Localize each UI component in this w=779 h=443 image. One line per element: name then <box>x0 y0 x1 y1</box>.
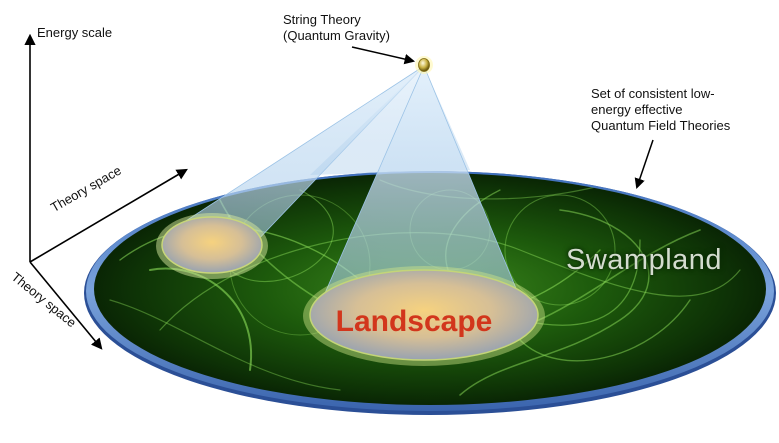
landscape-label: Landscape <box>335 305 493 338</box>
swampland-label: Swampland <box>566 244 723 276</box>
qft-set-pointer <box>634 139 654 189</box>
qft-set-label: Set of consistent low- energy effective … <box>591 86 730 134</box>
string-theory-pointer <box>351 46 416 65</box>
qft-set-line-2: energy effective <box>591 102 683 117</box>
landscape-islands <box>156 213 545 366</box>
theory-axis-1 <box>29 168 188 263</box>
theory-axis-2 <box>29 261 103 350</box>
landscape-island <box>309 269 539 361</box>
energy-axis-label: Energy scale <box>37 25 113 40</box>
qft-set-line-1: Set of consistent low- <box>591 86 715 101</box>
pointer-arrows <box>351 46 654 189</box>
small-island <box>161 216 263 274</box>
axes <box>24 33 188 350</box>
string-theory-point-icon <box>418 58 430 72</box>
string-theory-title: String Theory <box>283 12 361 27</box>
string-theory-label: String Theory (Quantum Gravity) <box>283 12 390 44</box>
qft-set-line-3: Quantum Field Theories <box>591 118 731 133</box>
string-theory-subtitle: (Quantum Gravity) <box>283 28 390 43</box>
string-theory-node <box>415 56 433 74</box>
projection-cones <box>173 64 521 301</box>
